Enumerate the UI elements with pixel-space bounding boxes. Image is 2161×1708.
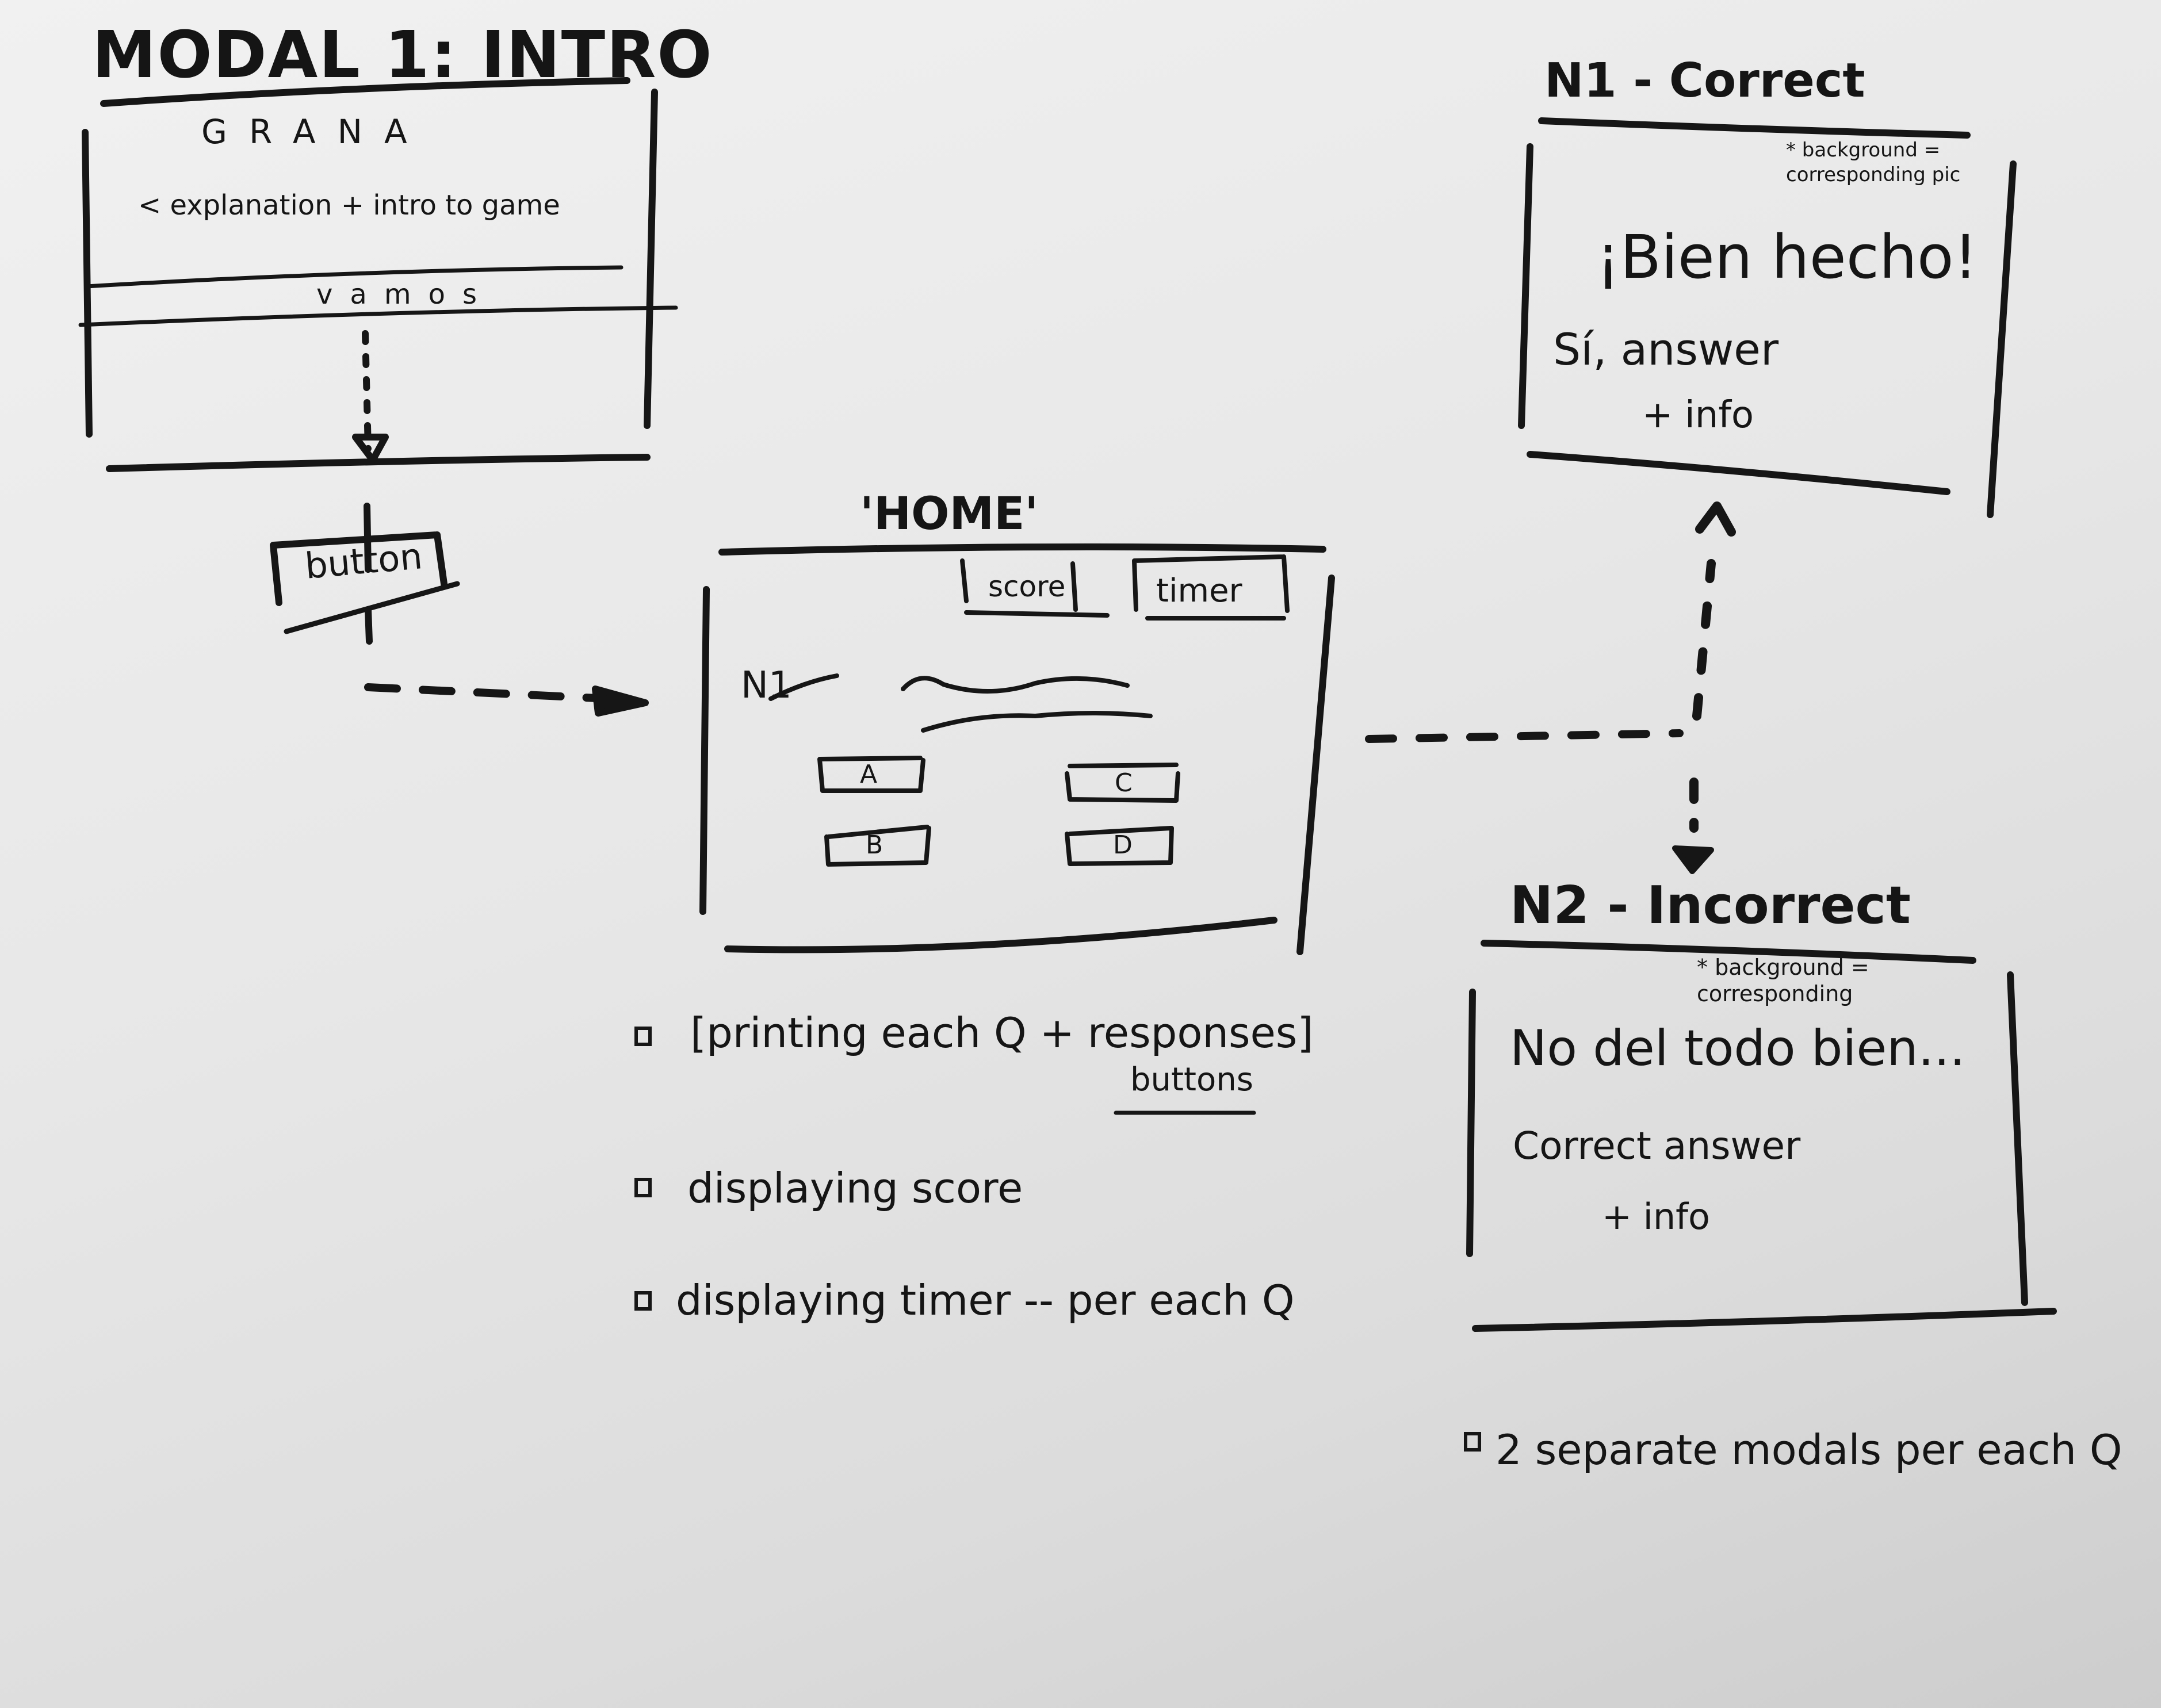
intro-description: < explanation + intro to game — [138, 189, 560, 221]
answer-a-button[interactable]: A — [860, 760, 878, 789]
intro-cta-rule-top — [84, 265, 624, 289]
timer-label: timer — [1156, 572, 1242, 610]
incorrect-frame-bottom — [1472, 1308, 2057, 1332]
intro-title: GRANA — [201, 112, 429, 151]
button-box — [270, 531, 448, 606]
correct-heading: N1 - Correct — [1544, 53, 1865, 108]
note-printing-questions: [printing each Q + responses] — [690, 1009, 1314, 1057]
answer-d-button[interactable]: D — [1113, 830, 1133, 860]
correct-frame-right — [1987, 160, 2017, 518]
connector-down-arrowhead — [1672, 845, 1714, 874]
note-bullet-2 — [634, 1178, 652, 1197]
intro-frame-right — [644, 89, 658, 429]
button-label[interactable]: button — [303, 535, 424, 587]
intro-cta-rule-bottom — [78, 305, 678, 327]
answer-c-button[interactable]: C — [1115, 768, 1133, 798]
answer-c-outline — [1065, 763, 1180, 803]
intro-arrowhead — [352, 434, 389, 464]
home-heading: 'HOME' — [860, 488, 1039, 540]
note-bullet-3 — [634, 1291, 652, 1311]
correct-message: ¡Bien hecho! — [1596, 222, 1978, 292]
note-bullet-4 — [1464, 1432, 1481, 1452]
note-bullet-1 — [634, 1027, 652, 1046]
incorrect-frame-right — [2007, 971, 2028, 1306]
incorrect-answer-line: Correct answer — [1513, 1124, 1801, 1168]
incorrect-background-note: * background = corresponding — [1697, 955, 1869, 1006]
answer-a-outline — [817, 756, 925, 793]
intro-cta-button[interactable]: vamos — [316, 278, 494, 311]
intro-heading: MODAL 1: INTRO — [92, 18, 713, 93]
intro-frame-left — [82, 129, 93, 438]
incorrect-frame-left — [1466, 989, 1476, 1257]
home-to-results-dashed — [1365, 729, 1684, 743]
correct-heading-underline — [1538, 117, 1971, 139]
note-displaying-score: displaying score — [687, 1164, 1023, 1212]
question-text-scribble-2 — [921, 711, 1153, 733]
note-buttons: buttons — [1130, 1061, 1253, 1098]
incorrect-heading: N2 - Incorrect — [1510, 875, 1911, 936]
connector-up-dotted — [1692, 559, 1716, 721]
incorrect-info-line: + info — [1602, 1196, 1710, 1238]
answer-d-outline — [1065, 826, 1174, 866]
correct-background-note: * background = corresponding pic — [1786, 139, 1961, 186]
correct-frame-bottom — [1527, 451, 1950, 495]
question-text-scribble-1 — [901, 676, 1130, 694]
note-separate-modals: 2 separate modals per each Q — [1496, 1426, 2122, 1474]
score-box-lines — [960, 558, 1110, 618]
note-displaying-timer: displaying timer -- per each Q — [676, 1276, 1295, 1324]
answer-b-button[interactable]: B — [866, 830, 883, 860]
home-frame-right — [1296, 575, 1335, 955]
incorrect-heading-underline — [1481, 940, 1976, 964]
home-heading-underline — [718, 543, 1326, 556]
score-label: score — [988, 570, 1066, 603]
question-strike — [768, 673, 839, 701]
home-frame-left — [699, 586, 710, 915]
button-stem-bottom — [365, 606, 373, 645]
connector-up-arrowhead — [1695, 501, 1736, 537]
intro-dotted-arrow — [362, 330, 372, 452]
correct-info-line: + info — [1642, 394, 1754, 436]
button-to-home-arrowhead — [592, 686, 649, 717]
intro-frame-bottom — [106, 454, 651, 472]
timer-box-lines — [1132, 554, 1290, 621]
incorrect-message: No del todo bien... — [1510, 1020, 1965, 1077]
correct-frame-left — [1518, 143, 1533, 429]
home-frame-bottom — [724, 917, 1278, 953]
question-label: N1 — [741, 664, 792, 707]
intro-heading-underline — [100, 77, 630, 107]
correct-answer-line: Sí, answer — [1553, 324, 1779, 375]
button-underline — [284, 581, 460, 634]
button-to-home-arrow — [364, 683, 614, 703]
answer-b-outline — [824, 825, 931, 867]
